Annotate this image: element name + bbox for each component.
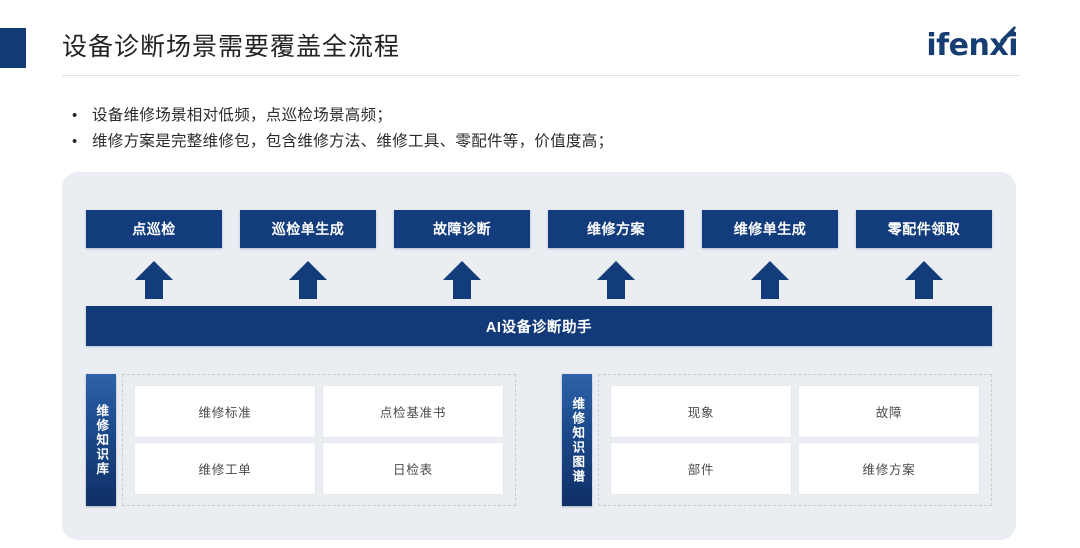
kb-card: 部件 — [611, 443, 791, 494]
arrow-cell — [394, 258, 530, 302]
arrow-up-icon — [751, 261, 789, 299]
bullet-item: • 维修方案是完整维修包，包含维修方法、维修工具、零配件等，价值度高； — [72, 130, 972, 154]
arrow-row — [86, 258, 992, 302]
brand-logo: ifenxi — [926, 24, 1018, 68]
process-diagram-panel: 点巡检 巡检单生成 故障诊断 维修方案 维修单生成 零配件领取 — [62, 172, 1016, 540]
slide-header: 设备诊断场景需要覆盖全流程 ifenxi — [0, 0, 1080, 80]
stage-box-dianxunjian: 点巡检 — [86, 210, 222, 248]
knowledge-group-weixiu-zhishi-tupu: 维修知识图谱 现象 故障 部件 维修方案 — [562, 374, 992, 506]
arrow-up-icon — [905, 261, 943, 299]
stage-box-row: 点巡检 巡检单生成 故障诊断 维修方案 维修单生成 零配件领取 — [86, 210, 992, 248]
brand-logo-text: ifenxi — [926, 28, 1018, 63]
knowledge-group-row: 维修知识库 维修标准 点检基准书 维修工单 日检表 维修知识图谱 现象 故障 部… — [86, 374, 992, 506]
group-card-grid: 维修标准 点检基准书 维修工单 日检表 — [122, 374, 516, 506]
arrow-cell — [548, 258, 684, 302]
stage-box-xunjiandan-shengcheng: 巡检单生成 — [240, 210, 376, 248]
bullet-marker-icon: • — [72, 107, 78, 124]
kb-card: 维修标准 — [135, 386, 315, 437]
knowledge-group-weixiu-zhishiku: 维修知识库 维修标准 点检基准书 维修工单 日检表 — [86, 374, 516, 506]
kb-card: 故障 — [799, 386, 979, 437]
kb-card: 维修方案 — [799, 443, 979, 494]
bullet-text: 维修方案是完整维修包，包含维修方法、维修工具、零配件等，价值度高； — [92, 133, 614, 150]
group-label-weixiu-zhishi-tupu: 维修知识图谱 — [562, 374, 592, 506]
arrow-cell — [240, 258, 376, 302]
bullet-list: • 设备维修场景相对低频，点巡检场景高频； • 维修方案是完整维修包，包含维修方… — [72, 104, 972, 156]
stage-box-weixiudan-shengcheng: 维修单生成 — [702, 210, 838, 248]
logo-swoosh-icon — [1000, 26, 1016, 42]
header-accent-block — [0, 28, 26, 68]
kb-card: 点检基准书 — [323, 386, 503, 437]
arrow-up-icon — [443, 261, 481, 299]
arrow-cell — [856, 258, 992, 302]
group-card-grid: 现象 故障 部件 维修方案 — [598, 374, 992, 506]
ai-assistant-bar: AI设备诊断助手 — [86, 306, 992, 346]
group-label-weixiu-zhishiku: 维修知识库 — [86, 374, 116, 506]
arrow-up-icon — [135, 261, 173, 299]
bullet-item: • 设备维修场景相对低频，点巡检场景高频； — [72, 104, 972, 128]
header-divider — [62, 75, 1020, 76]
stage-box-lingpeijian-lingqu: 零配件领取 — [856, 210, 992, 248]
page-title: 设备诊断场景需要覆盖全流程 — [62, 33, 401, 61]
arrow-up-icon — [289, 261, 327, 299]
kb-card: 日检表 — [323, 443, 503, 494]
kb-card: 维修工单 — [135, 443, 315, 494]
bullet-marker-icon: • — [72, 133, 78, 150]
bullet-text: 设备维修场景相对低频，点巡检场景高频； — [92, 107, 393, 124]
stage-box-weixiu-fangan: 维修方案 — [548, 210, 684, 248]
arrow-cell — [86, 258, 222, 302]
arrow-cell — [702, 258, 838, 302]
kb-card: 现象 — [611, 386, 791, 437]
stage-box-guzhang-zhenduan: 故障诊断 — [394, 210, 530, 248]
arrow-up-icon — [597, 261, 635, 299]
